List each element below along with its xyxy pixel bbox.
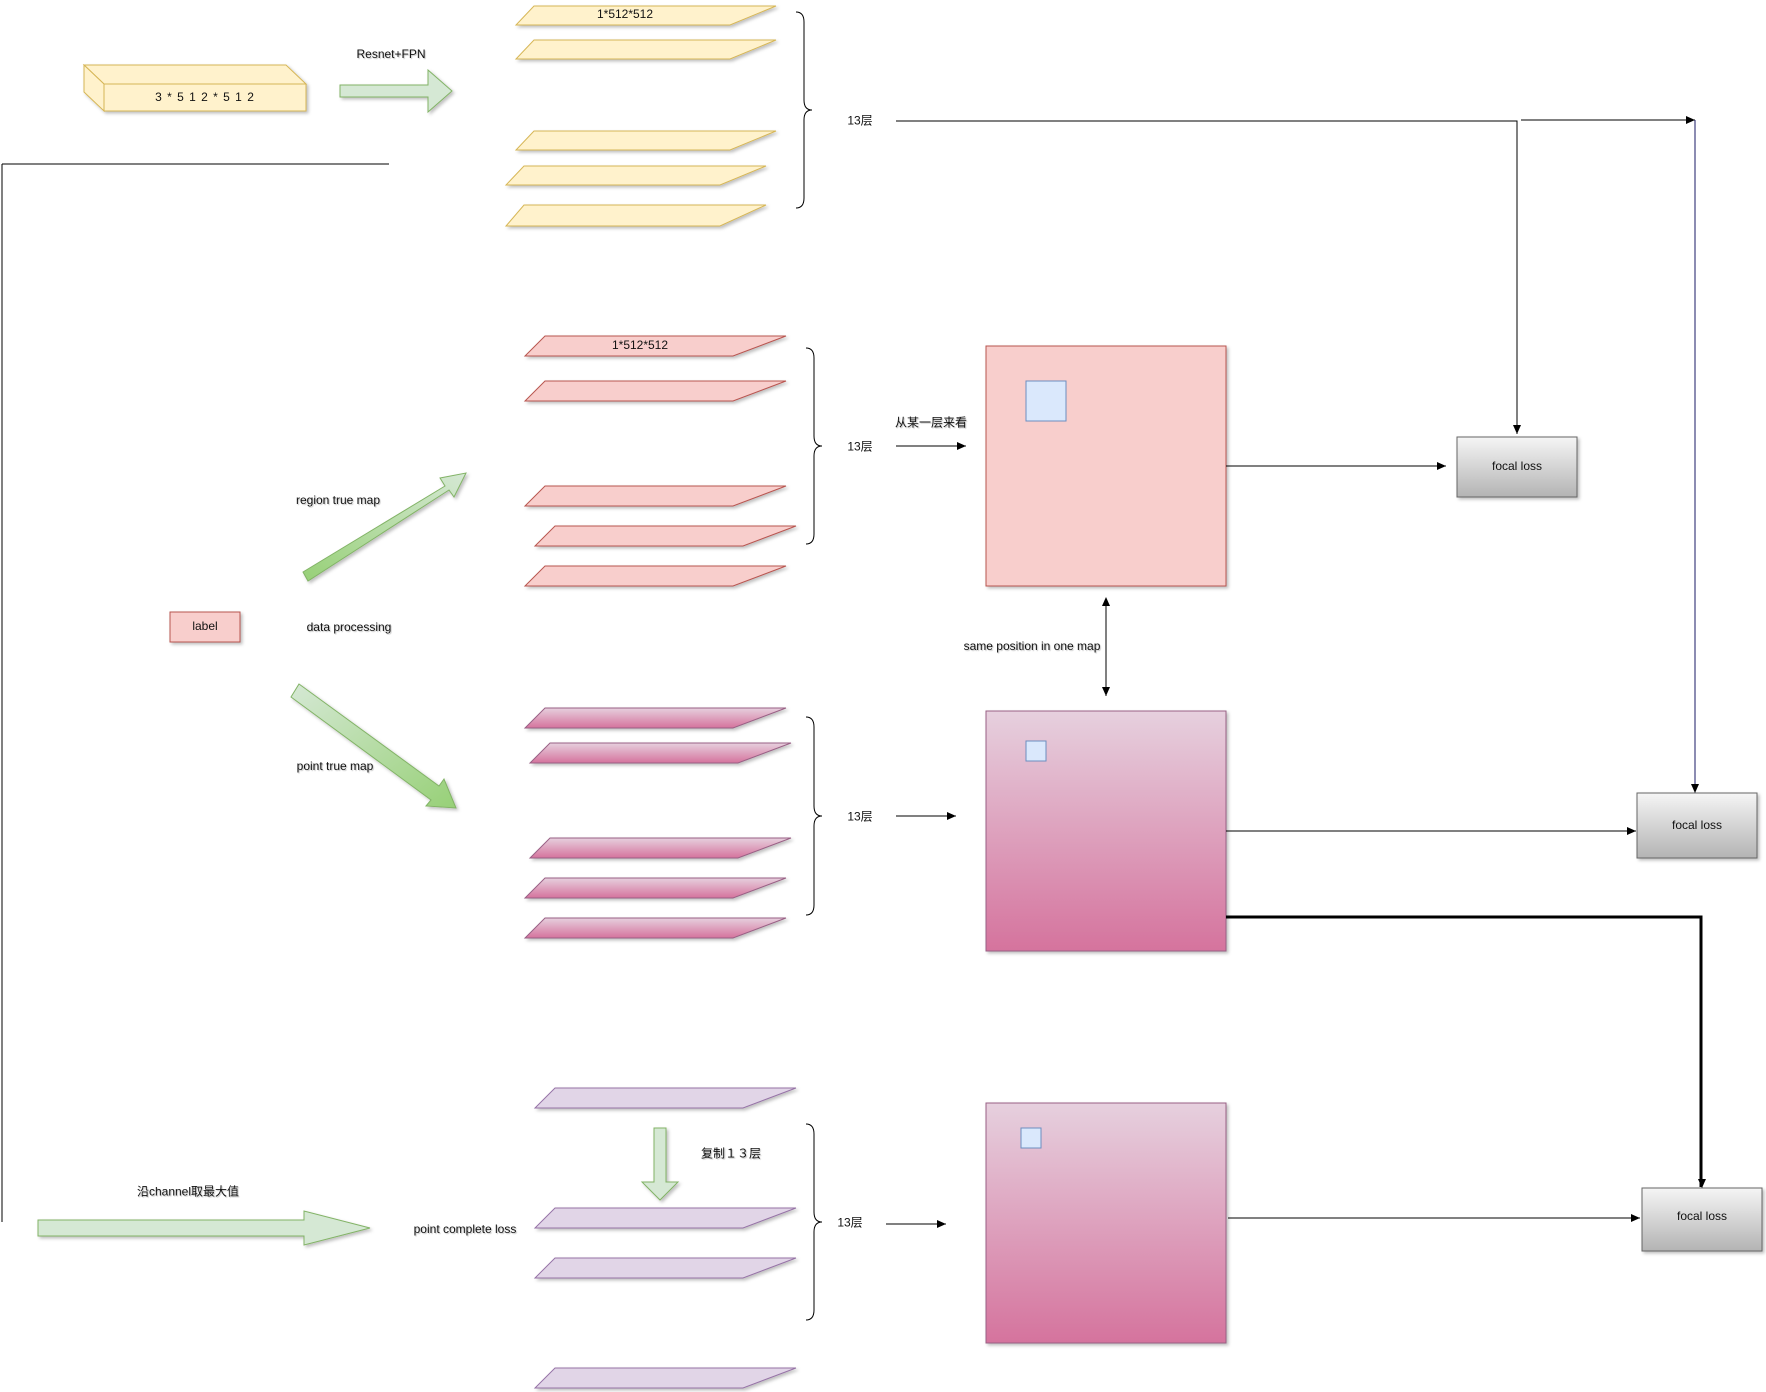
point-layer xyxy=(528,742,792,764)
point-to-loss3-arrowhead xyxy=(1697,916,1706,1189)
point-stack xyxy=(523,707,792,939)
feature-layers-label: 13层 xyxy=(847,113,873,128)
region-stack xyxy=(523,335,797,587)
focal-loss-box-1 xyxy=(1456,436,1578,498)
point-true-map-arrow xyxy=(290,683,457,809)
data-processing-label: data processing xyxy=(306,620,392,634)
region-layer xyxy=(533,525,797,547)
feature-to-loss1-connector xyxy=(896,120,1521,434)
point-layer xyxy=(523,917,787,939)
point-to-loss3-connector xyxy=(1226,915,1703,1187)
focal-loss-label-2: focal loss xyxy=(1671,818,1723,832)
focal-loss-box-3 xyxy=(1641,1187,1763,1252)
complete-layer xyxy=(533,1087,797,1109)
point-layer xyxy=(523,707,787,729)
focal-loss-label-3: focal loss xyxy=(1676,1209,1728,1223)
region-patch xyxy=(1025,380,1067,422)
feature-stack-brace xyxy=(795,11,813,209)
focal-loss-box-2 xyxy=(1636,792,1758,859)
region-map-square xyxy=(985,345,1227,587)
region-layer xyxy=(523,335,787,357)
complete-stack-brace xyxy=(805,1123,823,1321)
complete-layer xyxy=(533,1257,797,1279)
region-layer xyxy=(523,565,787,587)
point-stack-brace xyxy=(805,716,823,916)
region-layer xyxy=(523,380,787,402)
point-layer xyxy=(528,837,792,859)
input-tensor-box xyxy=(82,63,308,113)
feature-layer xyxy=(514,39,777,60)
feature-layer xyxy=(504,204,767,227)
complete-stack xyxy=(533,1087,797,1389)
point-complete-loss-label: point complete loss xyxy=(413,1222,517,1236)
complete-layer xyxy=(533,1367,797,1389)
complete-patch xyxy=(1020,1127,1042,1149)
feature-shape-label: 1*512*512 xyxy=(596,7,654,21)
max-channel-label: 沿channel取最大值 xyxy=(136,1184,240,1199)
point-map-square xyxy=(985,710,1227,952)
point-patch xyxy=(1025,740,1047,762)
region-stack-brace xyxy=(805,347,823,545)
feature-layer xyxy=(514,130,777,151)
point-true-map-label: point true map xyxy=(296,759,374,773)
max-channel-arrow xyxy=(37,1210,371,1246)
region-true-map-arrow xyxy=(302,472,467,582)
point-layers-label: 13层 xyxy=(847,809,873,824)
region-shape-label: 1*512*512 xyxy=(611,338,669,352)
region-view-label: 从某一层来看 xyxy=(894,415,968,430)
point-layer xyxy=(523,877,787,899)
input-tensor-label: 3 * 5 1 2 * 5 1 2 xyxy=(155,90,255,104)
copy-layers-label: 复制１３层 xyxy=(700,1146,762,1161)
region-layer xyxy=(523,485,787,507)
same-position-label: same position in one map xyxy=(963,639,1101,653)
complete-layers-label: 13层 xyxy=(837,1215,863,1230)
copy-layers-arrow xyxy=(640,1127,680,1201)
backbone-arrow xyxy=(339,68,453,114)
feature-layer xyxy=(504,165,767,186)
feature-layer xyxy=(514,5,777,26)
region-layers-label: 13层 xyxy=(847,439,873,454)
region-true-map-label: region true map xyxy=(295,493,381,507)
label-box xyxy=(169,611,241,643)
label-text: label xyxy=(192,619,218,633)
backbone-label: Resnet+FPN xyxy=(356,47,426,61)
complete-layer xyxy=(533,1207,797,1229)
focal-loss-label-1: focal loss xyxy=(1491,459,1543,473)
feature-stack xyxy=(504,5,777,227)
